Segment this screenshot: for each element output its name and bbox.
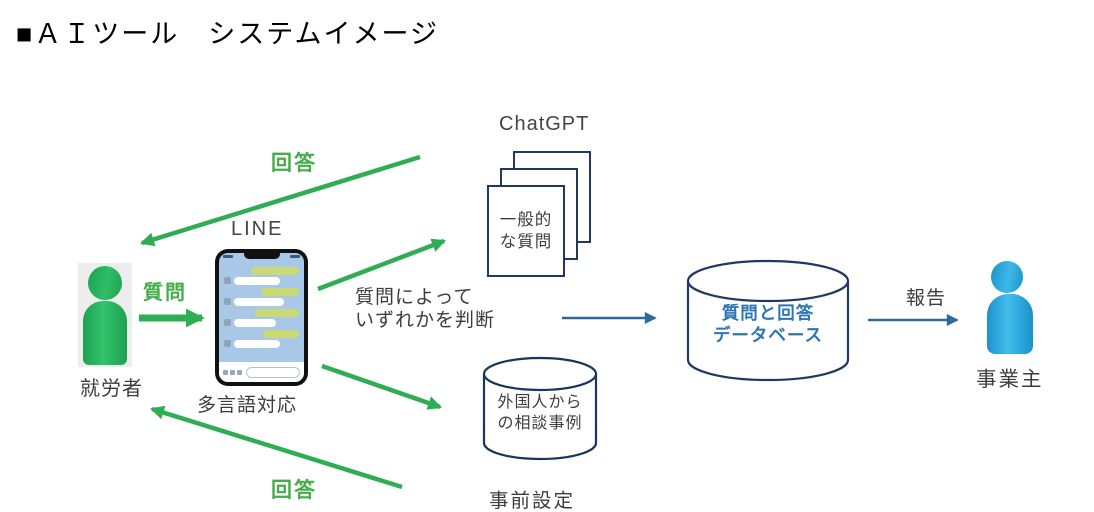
general-question-text: 一般的 な質問	[499, 211, 553, 251]
worker-head	[88, 266, 122, 300]
owner-head	[991, 261, 1023, 293]
chat-row	[224, 287, 299, 296]
avatar	[224, 298, 231, 305]
chat-row	[224, 340, 299, 348]
line-app-label: LINE	[231, 218, 284, 240]
qa-db-text: 質問と回答 データベース	[712, 303, 824, 345]
document-page-front: 一般的 な質問	[487, 185, 565, 277]
answer-top-label: 回答	[271, 152, 317, 175]
message-input	[246, 366, 300, 378]
question-label: 質問	[143, 282, 187, 304]
chat-bubble-sent	[261, 287, 299, 296]
avatar	[224, 340, 231, 347]
chat-row	[224, 277, 299, 285]
chat-bubble-sent	[255, 308, 299, 317]
answer-bottom-label: 回答	[271, 479, 317, 502]
chat-row	[224, 319, 299, 327]
arrow-answer-top	[139, 154, 421, 247]
avatar	[224, 277, 231, 284]
chat-row	[224, 329, 299, 338]
case-db-cylinder	[482, 356, 598, 461]
chat-input-bar	[219, 362, 304, 382]
qa-db-cylinder	[686, 259, 850, 382]
worker-label: 就労者	[80, 378, 143, 400]
status-bar-right	[290, 255, 300, 258]
owner-label: 事業主	[976, 368, 1044, 391]
avatar	[224, 319, 231, 326]
chat-bubble-sent	[251, 266, 299, 275]
chat-bubble-received	[234, 298, 284, 306]
chat-row	[224, 308, 299, 317]
chat-bubble-received	[234, 340, 280, 348]
status-bar-left	[223, 255, 233, 258]
case-db-text: 外国人から の相談事例	[497, 394, 583, 432]
plus-icon	[223, 369, 228, 375]
chat-bubble-sent	[263, 329, 299, 338]
chat-messages	[219, 264, 304, 351]
report-label: 報告	[906, 288, 947, 309]
phone-notch-icon	[243, 253, 280, 259]
decision-text: 質問によって いずれかを判断	[355, 287, 496, 331]
case-db-caption: 事前設定	[489, 490, 576, 512]
chatgpt-label: ChatGPT	[499, 113, 590, 135]
chat-row	[224, 266, 299, 275]
owner-body	[987, 294, 1033, 354]
arrow-answer-bottom	[149, 405, 403, 490]
chat-bubble-received	[234, 319, 276, 327]
camera-icon	[230, 369, 235, 375]
worker-icon	[78, 263, 132, 367]
image-icon	[237, 369, 242, 375]
chat-bubble-received	[234, 277, 280, 285]
worker-body	[83, 301, 127, 365]
arrow-phone-to-case-db	[321, 363, 442, 410]
line-phone	[215, 249, 308, 386]
line-chat-screen	[219, 253, 304, 382]
arrow-phone-to-chatgpt	[317, 238, 446, 292]
page-title: ■ＡＩツール システムイメージ	[16, 19, 439, 49]
phone-caption: 多言語対応	[197, 395, 298, 416]
chat-row	[224, 298, 299, 306]
